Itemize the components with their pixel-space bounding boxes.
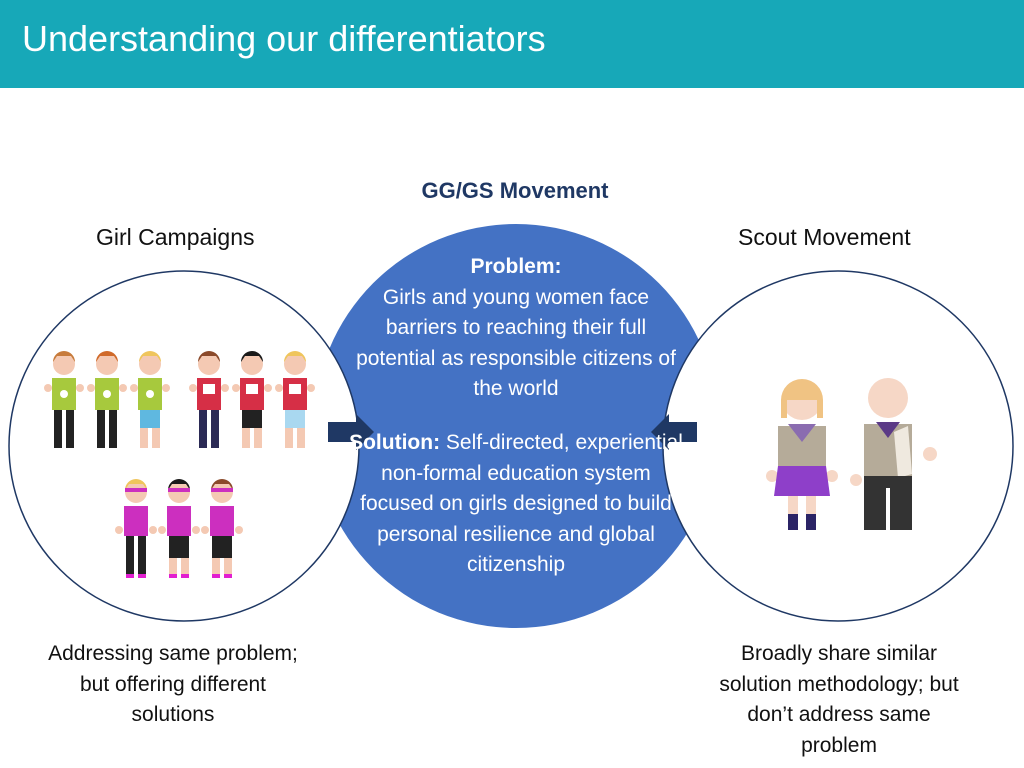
- scout-figure-icon: [850, 378, 937, 530]
- arrow-left-icon: [651, 414, 697, 450]
- solution-label: Solution:: [349, 431, 441, 454]
- girl-figure-icon: [275, 351, 315, 448]
- right-label: Scout Movement: [738, 224, 911, 250]
- girl-figure-icon: [115, 479, 157, 578]
- girl-figure-icon: [87, 351, 127, 448]
- right-circle: [662, 270, 1014, 622]
- girl-figure-icon: [189, 351, 229, 448]
- girl-figure-icon: [232, 351, 272, 448]
- girl-figure-icon: [201, 479, 243, 578]
- problem-text: Girls and young women face barriers to r…: [356, 285, 676, 401]
- left-label: Girl Campaigns: [96, 224, 255, 250]
- problem-label: Problem:: [470, 255, 562, 278]
- girl-figure-icon: [130, 351, 170, 448]
- arrow-right-icon: [328, 414, 374, 450]
- solution-block: Solution: Self-directed, experiential no…: [346, 428, 686, 581]
- center-heading: GG/GS Movement: [421, 178, 609, 203]
- problem-block: Problem: Girls and young women face barr…: [346, 252, 686, 405]
- solution-text: Self-directed, experiential non-formal e…: [360, 431, 683, 576]
- scout-figure-icon: [766, 379, 838, 530]
- right-caption: Broadly share similar solution methodolo…: [719, 642, 959, 757]
- center-circle: [314, 224, 718, 628]
- girl-figure-icon: [158, 479, 200, 578]
- header-bar: [0, 0, 1024, 88]
- girl-figure-icon: [44, 351, 84, 448]
- left-caption: Addressing same problem; but offering di…: [48, 642, 298, 726]
- slide-title: Understanding our differentiators: [22, 18, 546, 59]
